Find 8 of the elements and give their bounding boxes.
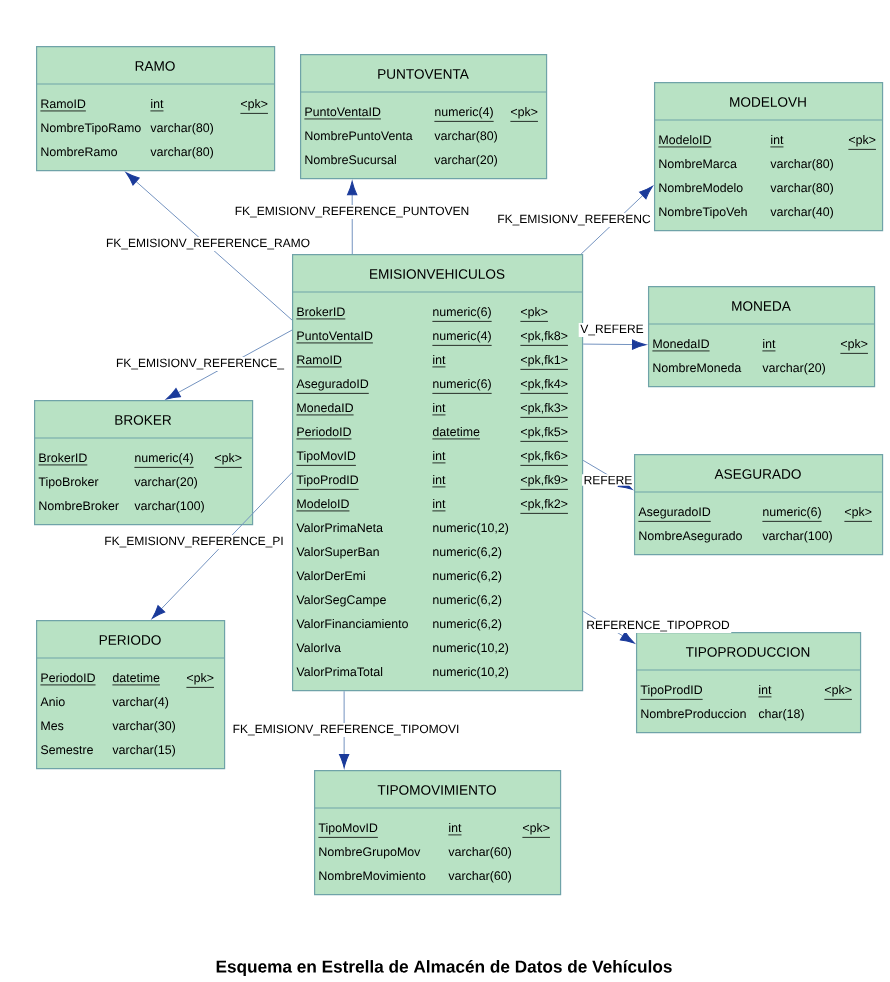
arrow — [338, 690, 350, 769]
diagram-title: Esquema en Estrella de Almacén de Datos de Vehículos — [216, 959, 672, 977]
arrow — [151, 472, 293, 619]
arrow — [166, 329, 293, 400]
arrow — [580, 185, 653, 255]
arrow — [347, 180, 358, 255]
arrow — [125, 172, 293, 321]
arrow — [582, 339, 647, 350]
